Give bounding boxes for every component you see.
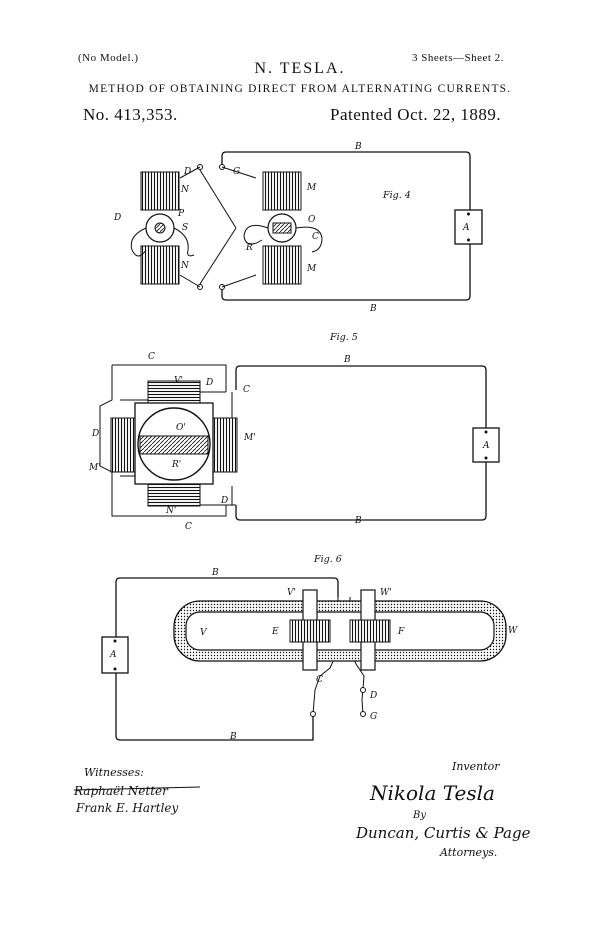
- label-m1: M': [243, 433, 256, 443]
- witnesses-label: Witnesses:: [84, 766, 144, 779]
- label-v1: V': [174, 376, 183, 386]
- label-s: S: [182, 223, 188, 233]
- label-e: E: [271, 627, 279, 637]
- no-model-note: (No Model.): [78, 52, 139, 64]
- fig5-device-a: [472, 427, 500, 463]
- label-a: A: [462, 223, 470, 233]
- fig5-coil-n1: [147, 483, 201, 507]
- label-b: B: [343, 355, 351, 365]
- fig6: Fig. 6 B A V' W' V E F W C D G B: [101, 554, 518, 742]
- witness-signature-2: Frank E. Hartley: [75, 801, 179, 815]
- by-label: By: [412, 810, 426, 821]
- label-d: D: [205, 378, 213, 388]
- fig5-coil-m1-right: [212, 417, 238, 473]
- label-c: C: [316, 675, 323, 685]
- fig6-main-circuit: [115, 577, 339, 741]
- fig4: B B A D G N N D P S M M O C R Fig. 4: [113, 142, 483, 314]
- fig5-caption: Fig. 5: [329, 332, 358, 343]
- sheet-number: 3 Sheets—Sheet 2.: [412, 52, 504, 64]
- fig5-rotor-r1: [139, 435, 209, 455]
- label-a: A: [482, 441, 490, 451]
- label-r: R: [245, 243, 253, 253]
- label-c: C: [185, 522, 192, 532]
- label-n1: N': [165, 506, 176, 516]
- label-v2: V': [287, 588, 296, 598]
- fig5-main-circuit: [235, 365, 487, 521]
- inventor-signature: Nikola Tesla: [369, 781, 495, 805]
- inventor-label: Inventor: [451, 760, 500, 773]
- fig5-coil-m1-left: [110, 417, 136, 473]
- label-p: P: [177, 209, 185, 219]
- witness-signature-1: Raphaël Netter: [73, 784, 169, 798]
- label-d: D: [91, 429, 99, 439]
- label-a: A: [109, 650, 117, 660]
- label-b: B: [369, 304, 377, 314]
- attorneys-label: Attorneys.: [439, 846, 497, 859]
- label-v: V: [200, 628, 208, 638]
- label-d: D: [113, 213, 121, 223]
- label-b: B: [354, 142, 362, 152]
- label-n: N: [180, 261, 190, 271]
- label-b: B: [229, 732, 237, 742]
- label-c: C: [312, 232, 319, 242]
- label-b: B: [354, 516, 362, 526]
- label-d: D: [183, 167, 191, 177]
- label-g: G: [370, 712, 377, 722]
- label-m: M: [306, 264, 317, 274]
- fig6-device-a: [101, 636, 129, 674]
- label-m: M: [306, 183, 317, 193]
- label-g: G: [233, 167, 240, 177]
- fig5: Fig. 5 C B V' D C D M' M' O' R' A N' D B…: [88, 332, 500, 532]
- label-r1: R': [171, 460, 181, 470]
- inventor-name: N. TESLA.: [254, 60, 346, 77]
- label-b: B: [211, 568, 219, 578]
- fig6-caption: Fig. 6: [313, 554, 342, 565]
- fig4-coil-n-bottom: [140, 245, 180, 285]
- patent-title: METHOD OF OBTAINING DIRECT FROM ALTERNAT…: [88, 83, 512, 95]
- fig4-device-a: [454, 209, 483, 245]
- signature-block: Witnesses: Raphaël Netter Frank E. Hartl…: [73, 760, 531, 859]
- label-w2: W': [380, 588, 392, 598]
- fig4-coil-m-top: [262, 171, 302, 211]
- label-m1: M': [88, 463, 101, 473]
- label-c: C: [148, 352, 155, 362]
- label-c: C: [243, 385, 250, 395]
- patent-number: No. 413,353.: [83, 105, 178, 124]
- fig4-coil-n-top: [140, 171, 180, 211]
- label-f: F: [397, 627, 405, 637]
- patent-date: Patented Oct. 22, 1889.: [330, 105, 502, 124]
- label-n: N: [180, 185, 190, 195]
- label-d: D: [369, 691, 377, 701]
- label-o: O: [308, 215, 316, 225]
- label-o1: O': [176, 423, 186, 433]
- fig4-coil-m-bottom: [262, 245, 302, 285]
- fig6-coil-f: [349, 619, 391, 643]
- attorneys-signature: Duncan, Curtis & Page: [355, 824, 531, 842]
- fig6-coil-e: [289, 619, 331, 643]
- fig4-caption: Fig. 4: [382, 190, 411, 201]
- label-w: W: [508, 626, 518, 636]
- label-d: D: [220, 496, 228, 506]
